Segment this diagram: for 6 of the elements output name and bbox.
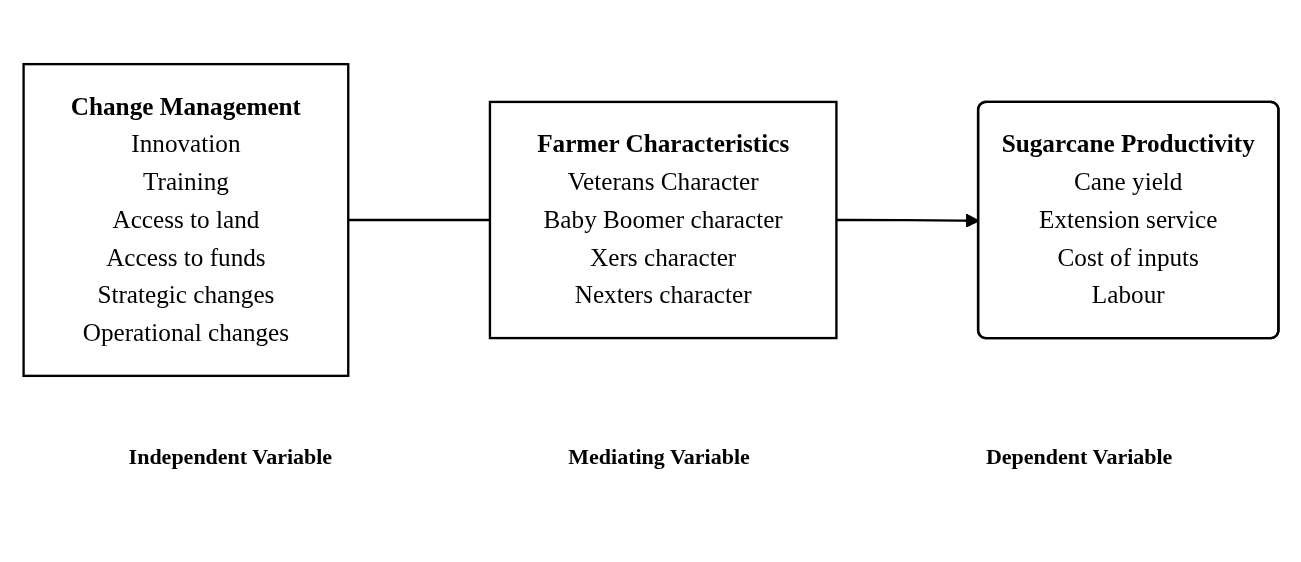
variable-caption: Independent Variable <box>127 443 334 471</box>
variable-caption: Mediating Variable <box>567 443 751 471</box>
node-box: Change Management Innovation Training Access to land Access to funds Strategic changes Operational changes <box>21 62 349 378</box>
connector <box>347 218 490 222</box>
variable-caption: Dependent Variable <box>984 443 1174 471</box>
node-box: Farmer Characteristics Veterans Character Baby Boomer character Xers character Nexters character <box>488 100 838 340</box>
